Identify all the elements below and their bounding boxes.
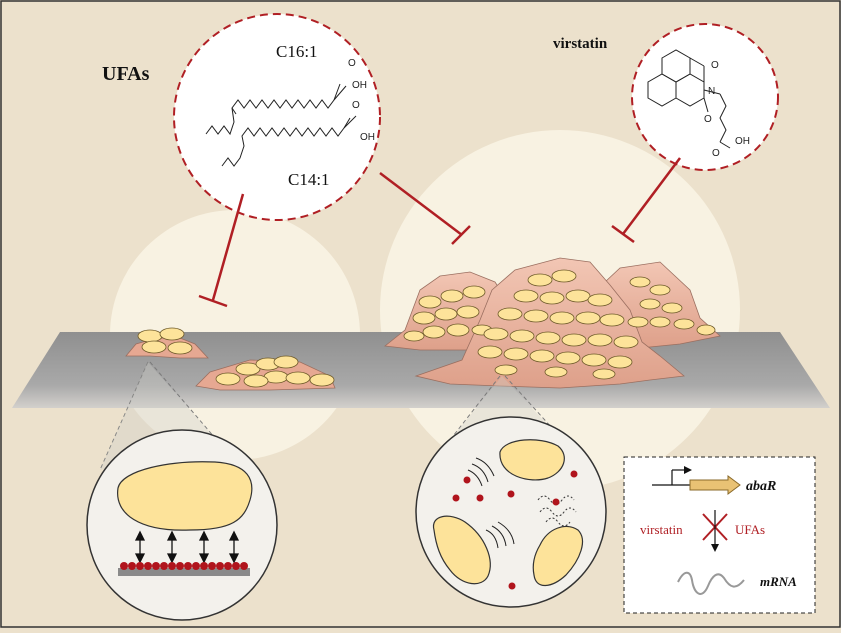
ufas-structures: C16:1 C14:1 O OH O OH (173, 13, 381, 221)
colony-small-2 (195, 355, 336, 391)
c14-oh-label: OH (360, 132, 375, 143)
legend-virstatin: virstatin (640, 522, 683, 537)
gene-label: abaR (746, 479, 776, 494)
double-arrow-icon (134, 530, 240, 564)
colony-small-1 (125, 327, 209, 359)
c14-chain (221, 117, 351, 167)
virstatin-structure: O N O O OH (631, 23, 779, 171)
zoom-quorum (415, 416, 607, 608)
naphthalimide-ring (647, 49, 731, 149)
down-arrow-icon (711, 510, 719, 552)
ufas-label: UFAs (102, 63, 150, 85)
c16-chain (205, 83, 341, 136)
legend-box: abaR virstatin UFAs mRNA (623, 456, 816, 614)
signal-waves (467, 457, 515, 549)
virstatin-oxygen-acid: O (712, 148, 720, 159)
zoom-attachment (86, 429, 278, 621)
virstatin-nitrogen: N (708, 86, 715, 97)
virstatin-label: virstatin (553, 36, 608, 52)
virstatin-oh: OH (735, 136, 750, 147)
bacterium-cell (499, 439, 565, 481)
bacterium-cell (117, 461, 253, 531)
biofilm-mature (383, 257, 721, 389)
bacterium-cell (432, 515, 491, 585)
c16-label: C16:1 (276, 42, 318, 61)
c14-oxygen-label: O (352, 100, 360, 111)
inhibition-bar-icon (198, 157, 681, 308)
signal-molecules (452, 470, 578, 590)
virstatin-oxygen-top: O (711, 60, 719, 71)
adhesin-dots (120, 562, 248, 570)
c16-oxygen-label: O (348, 58, 356, 69)
promoter-arrow-icon (671, 466, 692, 485)
surface-layer (118, 568, 250, 576)
mrna-label: mRNA (760, 574, 797, 589)
mrna-fragments (537, 495, 577, 527)
mrna-squiggle-icon (677, 571, 745, 595)
legend-ufas: UFAs (735, 522, 765, 537)
gene-arrow-icon (689, 475, 741, 495)
c14-label: C14:1 (288, 170, 330, 189)
c16-oh-label: OH (352, 80, 367, 91)
bacterium-cell (532, 525, 583, 587)
virstatin-oxygen-bottom: O (704, 114, 712, 125)
